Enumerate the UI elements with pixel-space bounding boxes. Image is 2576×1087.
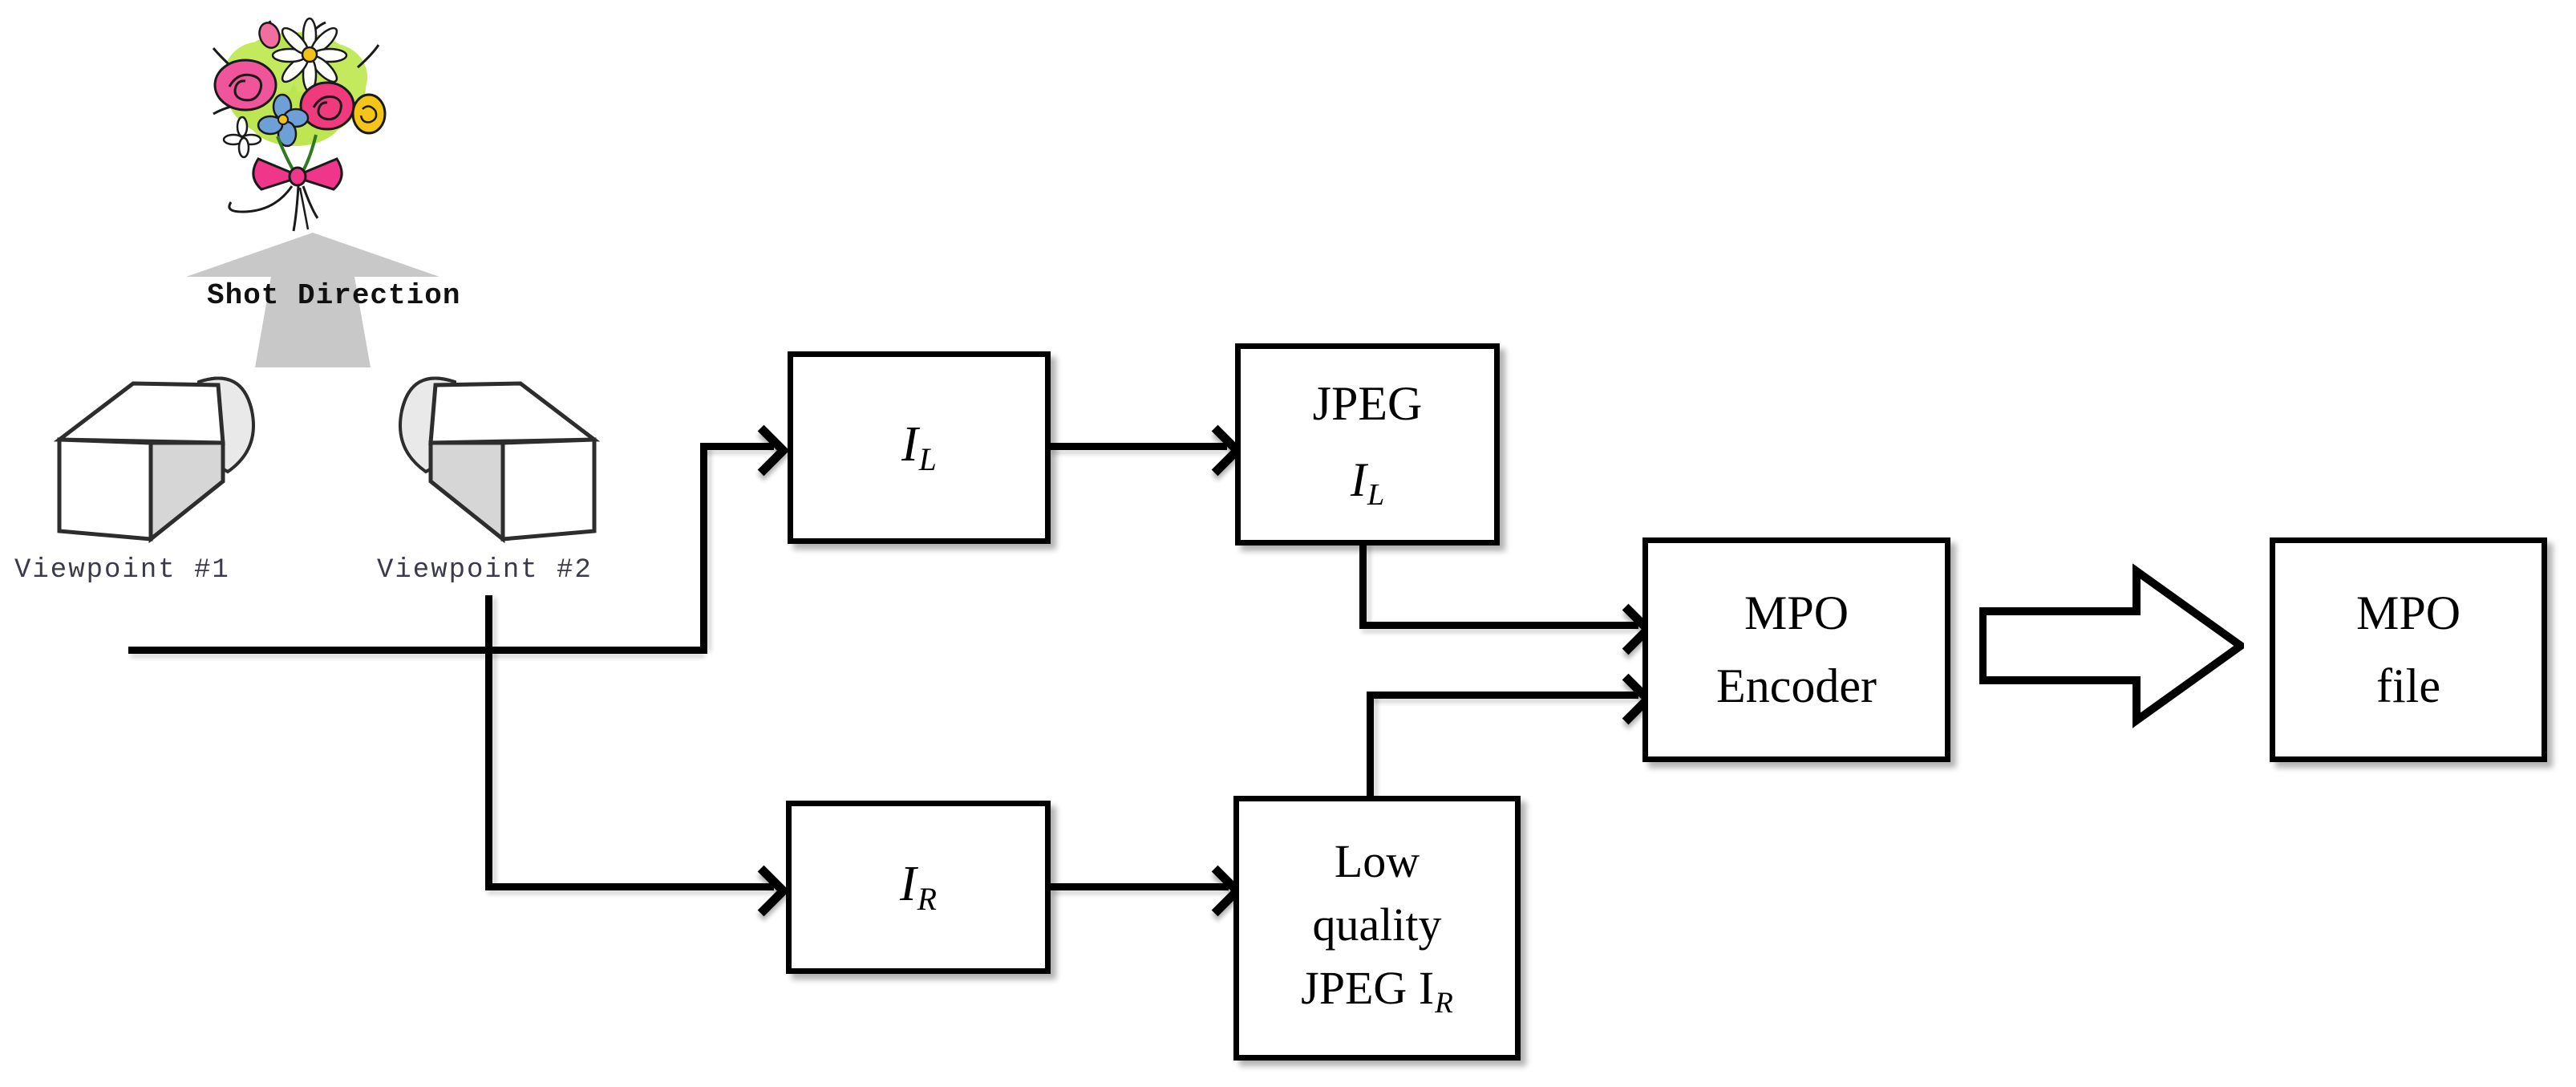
shot-direction-label: Shot Direction [207,279,461,312]
node-jpeg-il[interactable]: JPEG IL [1235,343,1500,546]
connector-ir-to-lqjpeg [1051,883,1229,890]
node-mpo-encoder[interactable]: MPO Encoder [1642,537,1950,762]
connector-lqjpeg-up [1367,692,1374,804]
connector-down-to-ir [485,595,492,890]
node-mpo-encoder-line-2: Encoder [1716,659,1877,712]
node-lq-line-1: Low [1334,835,1420,888]
connector-lqjpeg-to-encoder [1367,692,1638,699]
node-mpo-encoder-line-1: MPO [1744,586,1849,639]
connector-main-bus [128,647,707,654]
flower-bouquet-icon [212,17,387,232]
shot-direction-arrow-icon [186,233,439,367]
node-low-quality-jpeg-ir[interactable]: Low quality JPEG IR [1233,796,1521,1061]
connector-into-il [700,443,774,450]
node-lq-line-3: JPEG IR [1301,961,1453,1020]
node-ir-label: IR [900,857,937,918]
node-il-label: IL [901,417,937,478]
camera-icon [53,376,255,544]
node-jpeg-il-title: JPEG [1312,376,1423,430]
connector-into-ir [485,883,774,890]
connector-up-to-il [700,446,707,654]
outline-block-arrow-icon [1979,563,2244,728]
node-mpo-file-line-1: MPO [2355,586,2461,639]
node-ir[interactable]: IR [786,801,1051,974]
camera-icon [399,376,601,544]
connector-jpeg-to-encoder [1359,622,1638,629]
viewpoint-2-label: Viewpoint #2 [377,555,593,586]
connector-jpeg-down [1359,542,1367,627]
node-mpo-file-line-2: file [2376,659,2440,712]
node-mpo-file[interactable]: MPO file [2270,537,2547,762]
arrowhead-into-ir [738,865,790,917]
viewpoint-1-label: Viewpoint #1 [14,555,230,586]
node-lq-line-2: quality [1312,898,1442,951]
node-il[interactable]: IL [788,351,1051,544]
node-jpeg-il-symbol: IL [1350,452,1385,513]
connector-il-to-jpeg [1049,443,1227,450]
arrowhead-into-il [738,424,790,477]
